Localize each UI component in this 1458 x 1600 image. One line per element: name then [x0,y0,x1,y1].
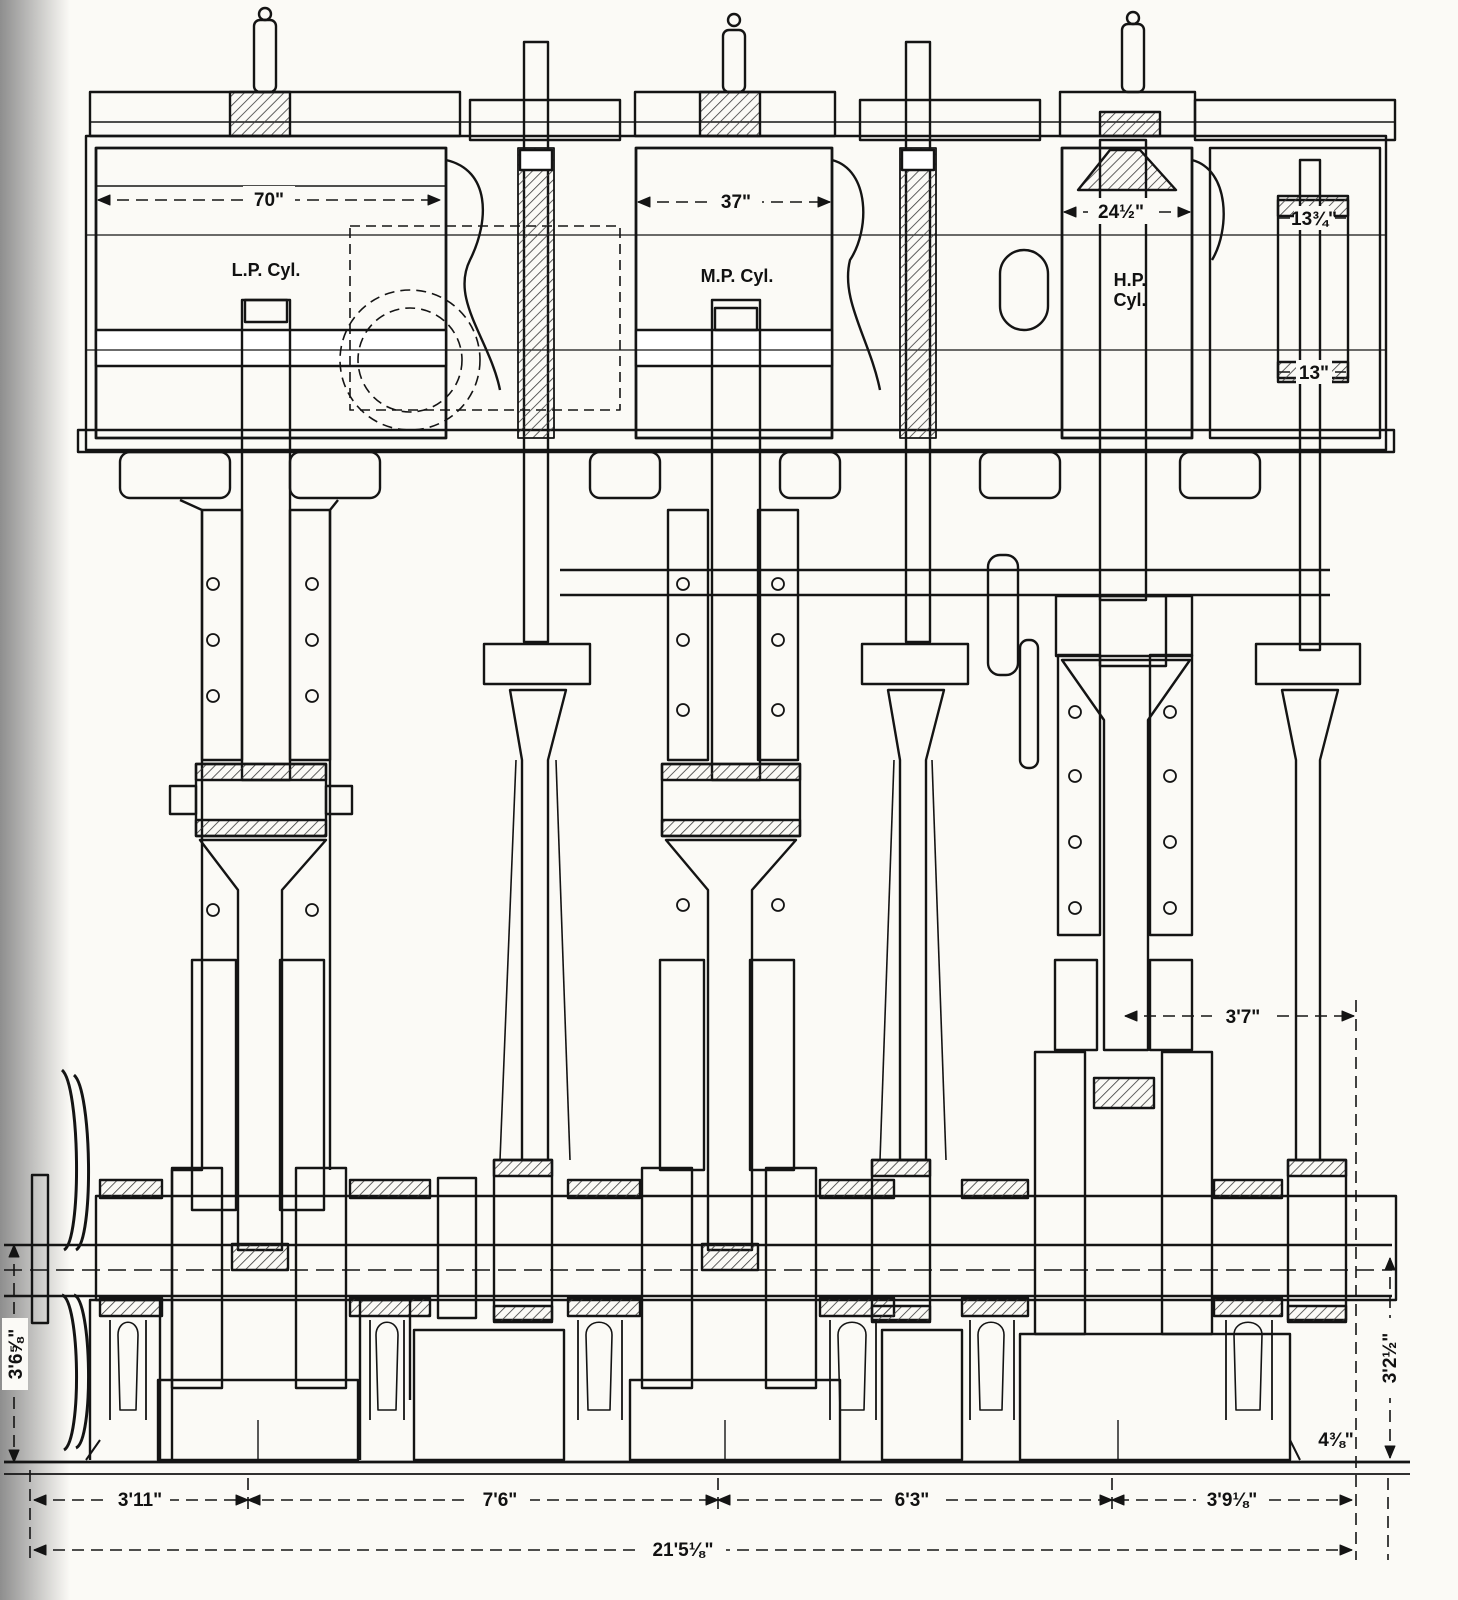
piston-rods [240,138,1148,782]
crossheads [168,594,1362,838]
lp-cylinder-label: L.P. Cyl. [232,260,301,280]
dimension-lines [13,199,1391,1560]
spacing-1-dim-label: 3'11" [118,1490,162,1511]
valve-lower-dim-label: 13" [1299,363,1329,384]
height-right-dim-label: 3'2½" [1380,1333,1401,1384]
foot-dim-label: 4⅜" [1318,1430,1353,1451]
crank-throw-dim-label: 3'7" [1226,1007,1261,1028]
hp-cylinder-label-line2: Cyl. [1113,290,1146,310]
engine-linework [4,6,1410,1560]
cylinder-block [76,90,1397,500]
hp-bore-label: 24½" [1098,202,1144,223]
mp-cylinder-label: M.P. Cyl. [701,266,774,286]
hp-cylinder-label-line1: H.P. [1114,270,1147,290]
connecting-rods [198,658,1340,1252]
reversing-lever [986,553,1040,770]
valve-guides [517,147,937,439]
spacing-2-dim-label: 7'6" [483,1490,518,1511]
spacing-4-dim-label: 3'9⅛" [1207,1490,1258,1511]
dimension-arrowheads [8,194,1396,1556]
overall-length-dim-label: 21'5⅛" [652,1540,713,1561]
bedplate [4,1298,1410,1475]
lp-bore-label: 70" [254,190,284,211]
drawing-labels: 70" L.P. Cyl. 37" M.P. Cyl. 24½" H.P. Cy… [2,186,1404,1563]
spacing-3-dim-label: 6'3" [895,1490,930,1511]
engine-columns [170,498,1330,1460]
height-left-dim-label: 3'6⅝" [6,1329,27,1380]
crankshaft [4,1050,1398,1452]
column-rivets [206,577,1177,917]
mp-bore-label: 37" [721,192,751,213]
valve-upper-dim-label: 13¾" [1291,209,1337,230]
